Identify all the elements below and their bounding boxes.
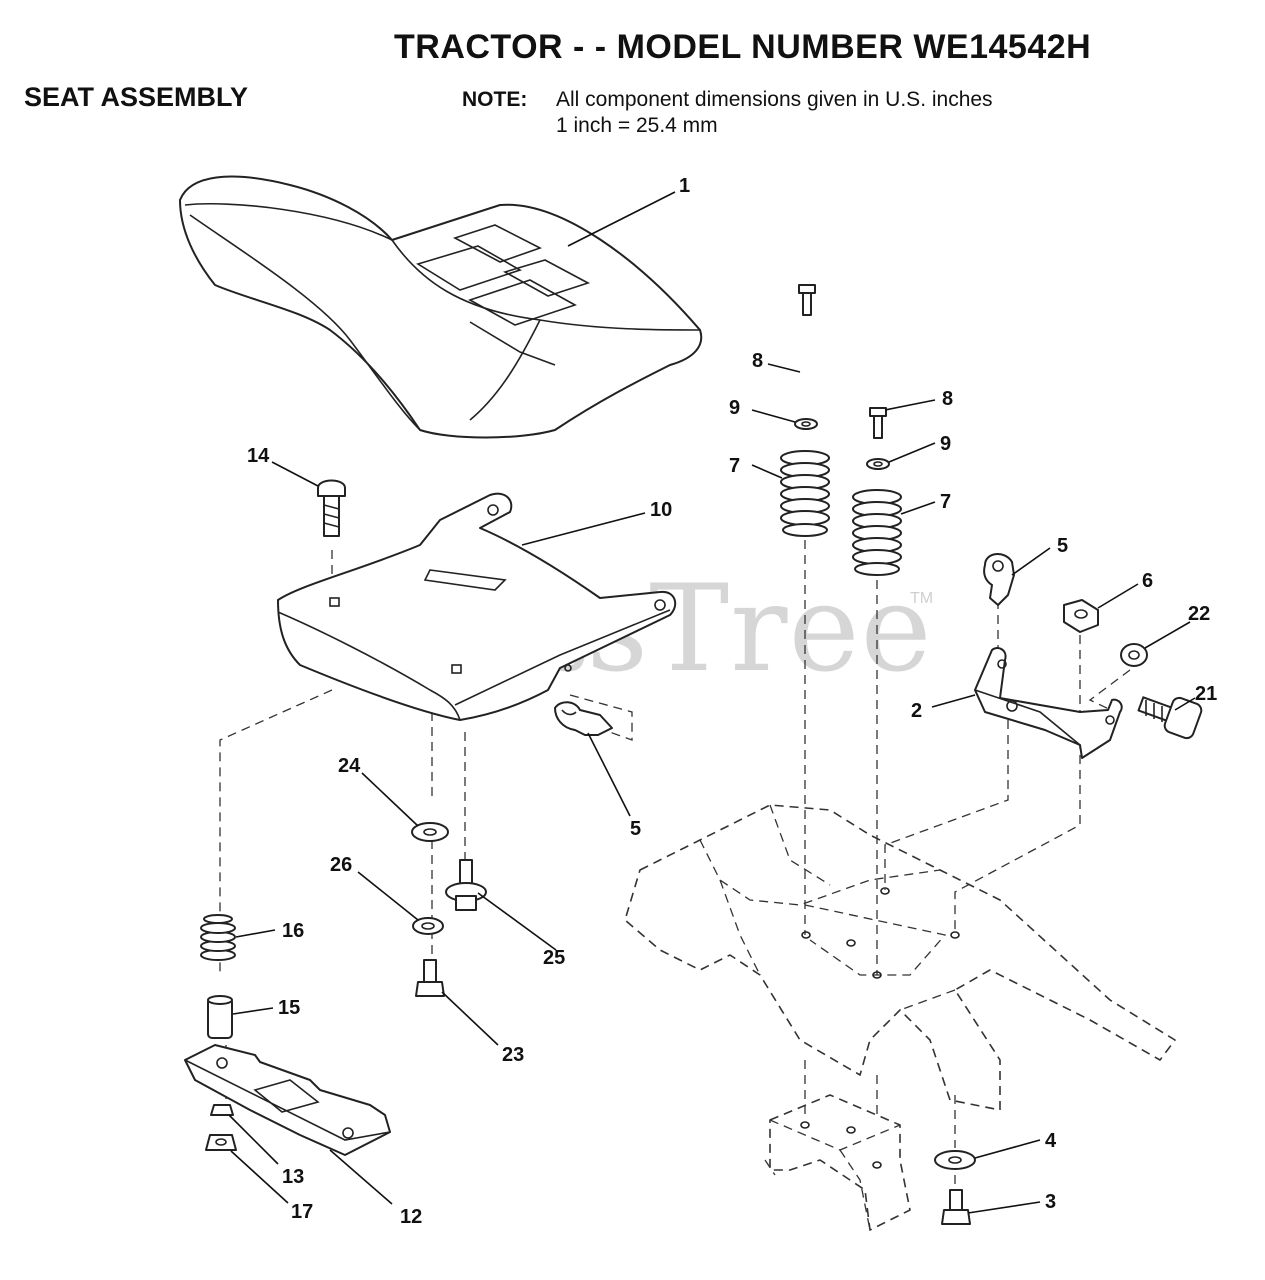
note-label: NOTE: [462,88,528,111]
callout-3: 3 [1045,1191,1056,1213]
spacer [207,995,233,1039]
seat-bracket [974,647,1123,759]
shoulder-bolt [445,859,487,911]
callout-4: 4 [1045,1130,1057,1152]
callout-5-left: 5 [630,818,641,840]
callout-leaders [228,191,1196,1214]
clip-left [554,701,613,736]
callout-24: 24 [338,755,361,777]
callout-23: 23 [502,1044,524,1066]
section-title: SEAT ASSEMBLY [24,82,249,112]
watermark-trademark: TM [910,590,934,607]
frame-holes [800,887,960,1169]
seat-spring-left [780,450,830,537]
callout-8-right: 8 [942,388,953,410]
callout-7-right: 7 [940,491,951,513]
callout-25: 25 [543,947,565,969]
lock-washer [412,917,444,935]
flange-nut [205,1134,237,1151]
pivot-bracket [184,1044,391,1156]
callout-5-right: 5 [1057,535,1068,557]
hex-nut-small [210,1104,234,1116]
note-conversion: 1 inch = 25.4 mm [556,114,718,137]
callout-15: 15 [278,997,300,1019]
callout-12: 12 [400,1206,422,1228]
callout-9-right: 9 [940,433,951,455]
callout-9-left: 9 [729,397,740,419]
callout-1: 1 [679,175,690,197]
callout-8-left: 8 [752,350,763,372]
callout-6: 6 [1142,570,1153,592]
callout-labels: 1 10 14 8 9 7 8 9 7 5 6 22 2 21 5 24 26 … [247,175,1217,1228]
note-dimensions: All component dimensions given in U.S. i… [556,88,993,111]
callout-10: 10 [650,499,672,521]
callout-17: 17 [291,1201,313,1223]
diagram-title: TRACTOR - - MODEL NUMBER WE14542H [394,28,1092,66]
adjustment-knob-bolt [1137,696,1203,740]
seat-pan [277,492,677,721]
washer-top-right [866,458,890,470]
callout-26: 26 [330,854,352,876]
compression-spring [200,914,236,961]
callout-7-left: 7 [729,455,740,477]
bolt-left [798,284,816,316]
seat-spring-right [852,489,902,576]
hex-nut [1063,599,1099,633]
callout-22: 22 [1188,603,1210,625]
seat [179,175,703,439]
callout-16: 16 [282,920,304,942]
washer-bottom [934,1150,976,1170]
washer-top-left [794,418,818,430]
hex-bolt-right [941,1189,971,1225]
callout-13: 13 [282,1166,304,1188]
tractor-frame [624,804,1176,1231]
lock-nut [1120,643,1148,667]
carriage-bolt [317,479,346,537]
callout-2: 2 [911,700,922,722]
callout-14: 14 [247,445,270,467]
clip-right [983,553,1015,606]
hex-bolt-left [415,959,445,997]
bolt-right [869,407,887,439]
washer-left [411,822,449,842]
callout-21: 21 [1195,683,1217,705]
